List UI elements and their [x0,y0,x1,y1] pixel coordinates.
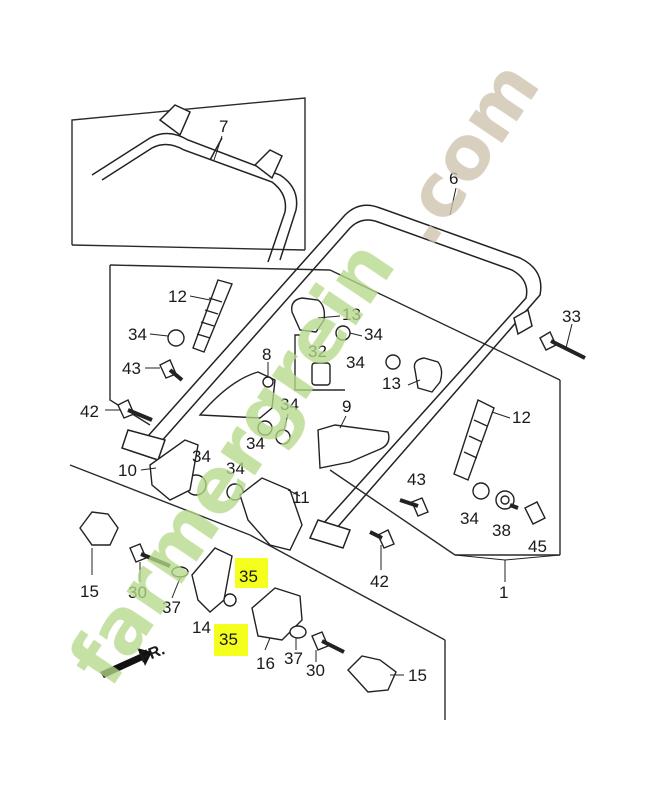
label-13: 13 [342,305,361,324]
label-15: 15 [80,582,99,601]
label-37: 37 [162,598,181,617]
label-33: 33 [562,307,581,326]
front-direction-arrow [100,648,152,678]
label-35-lower: 35 [219,630,238,649]
label-37: 37 [284,649,303,668]
highlight-markers [214,558,268,656]
label-12: 12 [168,287,187,306]
label-14: 14 [192,618,211,637]
label-15: 15 [408,666,427,685]
hardware-parts [79,279,586,693]
label-7: 7 [219,117,228,136]
label-13: 13 [382,374,401,393]
label-38: 38 [492,521,511,540]
label-9: 9 [342,397,351,416]
label-1: 1 [499,583,508,602]
label-34: 34 [246,434,265,453]
part-labels: 7 6 12 13 34 33 34 8 32 34 13 43 42 34 9… [80,117,581,685]
label-35-upper: 35 [239,567,258,586]
handle-frame-6 [121,204,542,549]
label-12: 12 [512,408,531,427]
watermark-suffix: .com [374,46,557,260]
label-34: 34 [192,447,211,466]
label-34: 34 [364,325,383,344]
label-10: 10 [118,461,137,480]
label-30: 30 [128,583,147,602]
leader-lines [91,135,573,676]
label-11: 11 [292,488,310,507]
label-42: 42 [370,572,389,591]
highlight-box-35-upper [235,558,268,588]
highlight-box-35-lower [214,624,248,656]
label-30: 30 [306,661,325,680]
label-34: 34 [128,325,147,344]
label-42: 42 [80,402,99,421]
label-34: 34 [346,353,365,372]
label-32: 32 [308,342,327,361]
label-8: 8 [262,345,271,364]
label-43: 43 [122,359,141,378]
panel-outlines [69,97,561,720]
label-34: 34 [460,509,479,528]
label-34: 34 [226,459,245,478]
label-43: 43 [407,470,426,489]
label-45: 45 [528,537,547,556]
label-34: 34 [280,395,299,414]
label-16: 16 [256,654,275,673]
label-6: 6 [449,169,458,188]
upper-handle-7 [91,104,298,263]
